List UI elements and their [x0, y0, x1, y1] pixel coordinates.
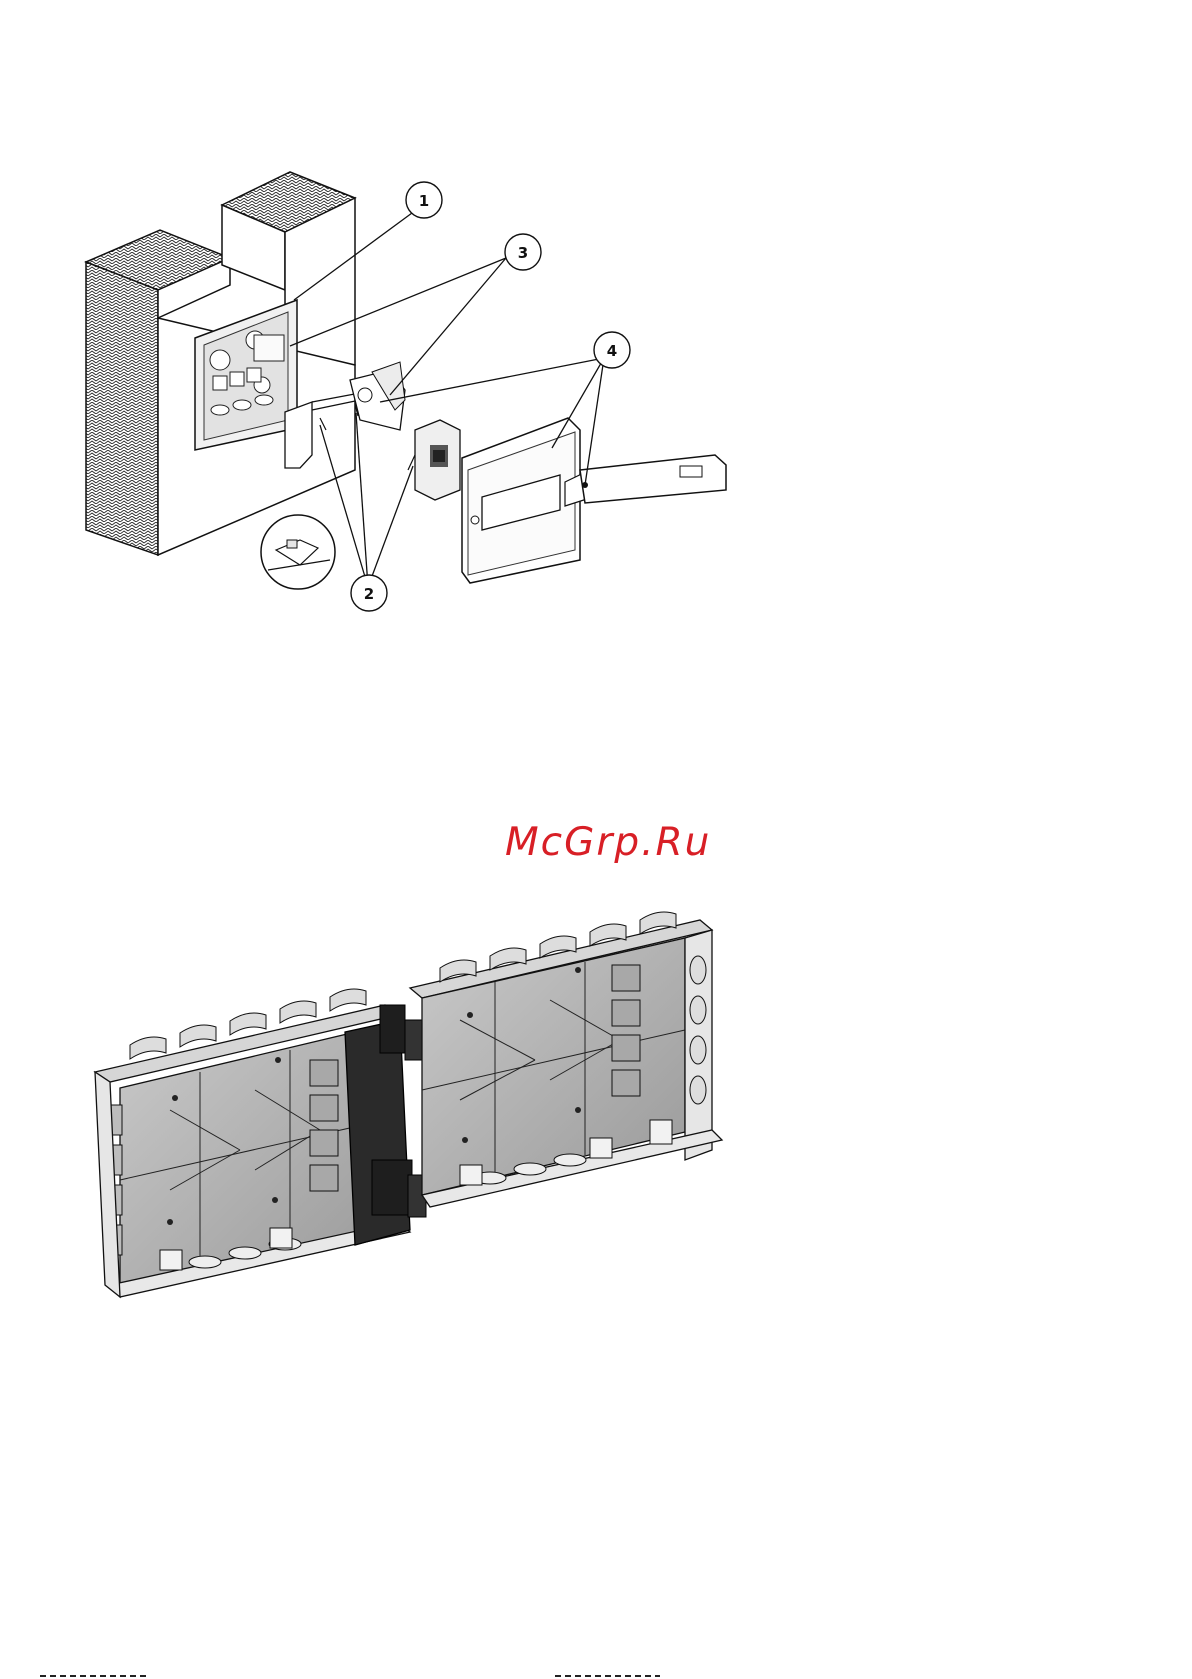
callout-4-label: 4 — [607, 342, 617, 360]
installation-exploded-diagram: 1 3 4 2 — [86, 172, 726, 611]
callout-3-label: 3 — [518, 244, 528, 262]
callout-2: 2 — [351, 575, 387, 611]
callout-4: 4 — [594, 332, 630, 368]
watermark-text: McGrp.Ru — [505, 820, 805, 865]
callout-1: 1 — [406, 182, 442, 218]
flush-enclosure — [195, 300, 297, 450]
callout-1-label: 1 — [419, 192, 429, 210]
joined-enclosures-diagram — [95, 912, 722, 1297]
joining-connector — [345, 1005, 426, 1245]
callout-2-label: 2 — [364, 585, 374, 603]
cover-with-door — [462, 418, 726, 583]
detail-inset — [261, 515, 335, 589]
callout-3: 3 — [505, 234, 541, 270]
din-module — [408, 420, 460, 500]
right-enclosure — [410, 912, 722, 1207]
